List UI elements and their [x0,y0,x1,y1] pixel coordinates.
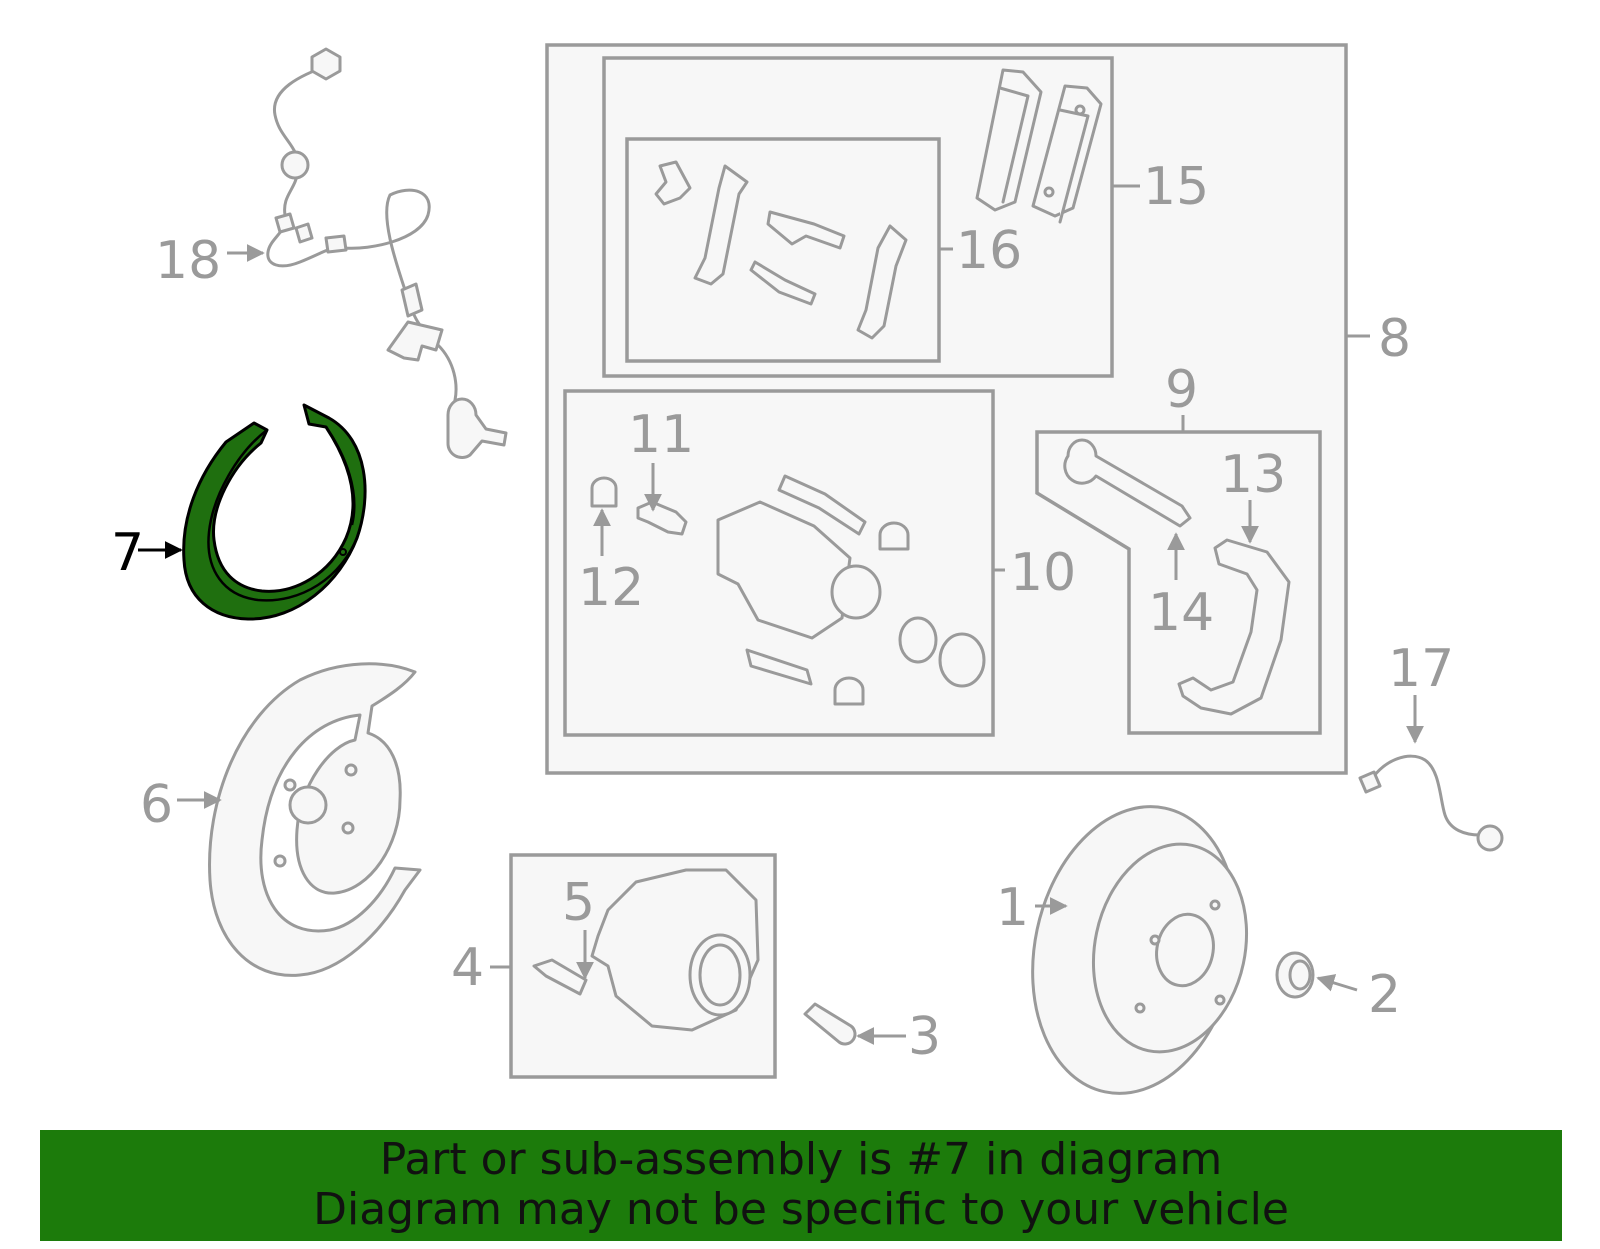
brake-pads [975,68,1103,224]
caliper-bracket-parts [1063,438,1291,716]
parts-diagram: 15 16 8 9 11 13 10 12 14 17 18 7 6 5 4 3… [111,43,1504,1095]
callout-16: 16 [956,221,1022,281]
callout-15: 15 [1143,157,1209,217]
callout-12: 12 [578,558,644,618]
callout-10: 10 [1010,543,1076,603]
callout-9: 9 [1165,360,1198,420]
bolt [803,1002,857,1046]
callout-4: 4 [451,938,484,998]
callout-14: 14 [1148,583,1214,643]
pad-hardware [654,160,908,340]
lug-nut [1275,951,1315,999]
dust-shield [208,662,422,977]
callout-11: 11 [628,405,694,465]
abs-sensor-rear [1358,754,1504,852]
callout-2: 2 [1368,965,1401,1025]
parking-brake-shoe [182,403,367,621]
abs-sensor-front [266,47,508,459]
callout-6: 6 [140,775,173,835]
callout-3: 3 [908,1007,941,1067]
callout-13: 13 [1220,445,1286,505]
banner-line-2: Diagram may not be specific to your vehi… [313,1184,1289,1235]
callout-7: 7 [111,523,144,583]
brake-rotor [1031,805,1249,1095]
callout-17: 17 [1388,639,1454,699]
callout-1: 1 [996,878,1029,938]
callout-8: 8 [1378,309,1411,369]
info-banner: Part or sub-assembly is #7 in diagram Di… [40,1130,1562,1241]
callout-5: 5 [562,873,595,933]
caliper-parts [590,474,986,706]
hub-bearing [532,868,760,1032]
banner-line-1: Part or sub-assembly is #7 in diagram [379,1134,1223,1185]
callout-18: 18 [155,231,221,291]
leader-lines [138,184,1424,1045]
